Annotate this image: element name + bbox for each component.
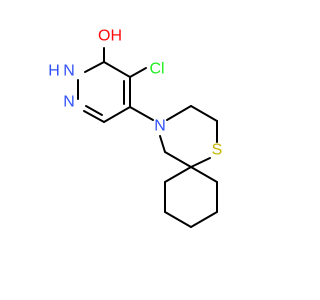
nh-h-label: H [48, 63, 60, 80]
sulfur-label: S [212, 142, 223, 159]
ring-nitrogen-label: N [63, 94, 75, 111]
bond-c6-n1-double [85, 105, 103, 116]
bond-ch2-ch2-top [190, 105, 218, 122]
bond-cy-3 [190, 211, 218, 228]
cyclohexane-ring [164, 166, 218, 228]
bond-c4-cl [129, 67, 147, 78]
hydroxyl-label: OH [98, 28, 122, 45]
bond-cy-6 [164, 166, 192, 183]
nh-n-label: N [63, 63, 75, 80]
bond-ch2-n [159, 135, 166, 153]
thiomorpholine-ring [159, 105, 218, 168]
molecule-diagram: OH Cl H N N N S [48, 28, 223, 228]
bond-c3-c4 [103, 61, 131, 78]
bond-c5-c6 [103, 106, 131, 123]
bond-s-spiro [190, 157, 211, 168]
bond-cy-1 [190, 166, 218, 183]
chlorine-label: Cl [149, 61, 164, 78]
bond-spiro-ch2 [164, 151, 192, 168]
pyridazinone-ring [77, 47, 131, 123]
amine-nitrogen-label: N [154, 118, 166, 135]
bond-c5-n-amine [129, 106, 154, 121]
bond-cy-4 [164, 211, 192, 228]
bond-c6-n1 [83, 110, 105, 123]
bond-n2-c3 [84, 61, 105, 73]
structure-svg: OH Cl H N N N S [48, 28, 223, 228]
bond-n-ch2-top [166, 105, 192, 121]
